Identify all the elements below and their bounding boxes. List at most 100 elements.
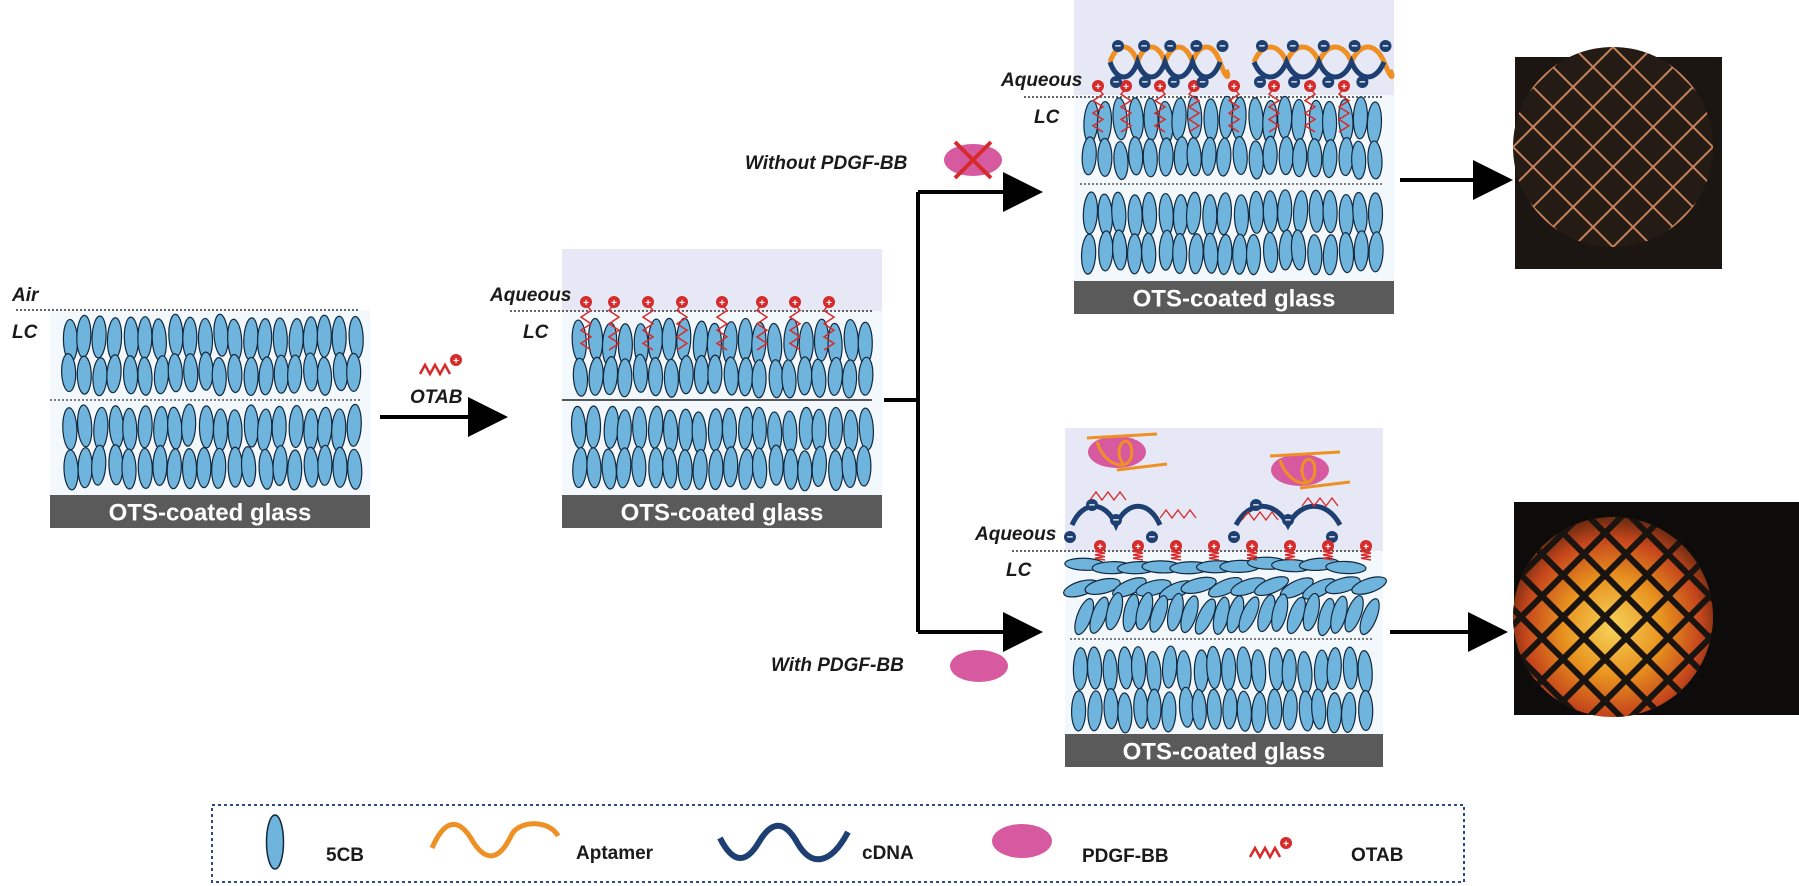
legend-label-5cb: 5CB <box>326 845 364 866</box>
5cb-molecule <box>648 447 664 489</box>
5cb-molecule <box>1141 232 1157 274</box>
label-with: With PDGF-BB <box>771 655 904 676</box>
5cb-molecule <box>198 351 214 391</box>
glass-label: OTS-coated glass <box>1123 739 1326 766</box>
otab-head: + <box>823 296 835 309</box>
5cb-molecule <box>1203 98 1219 142</box>
cdna-charge: − <box>1064 531 1076 544</box>
5cb-molecule <box>121 448 137 490</box>
label-otab: OTAB <box>410 387 463 408</box>
5cb-molecule <box>272 444 288 487</box>
svg-text:+: + <box>1363 542 1369 553</box>
cdna-at-interface: −−−− <box>1064 499 1163 544</box>
svg-text:−: − <box>1067 532 1073 544</box>
svg-text:−: − <box>1382 41 1388 53</box>
cdna-charge: − <box>1138 40 1151 53</box>
5cb-molecule <box>1172 232 1188 275</box>
5cb-molecule <box>751 406 767 451</box>
label-without: Without PDGF-BB <box>745 153 908 174</box>
5cb-molecule <box>1367 192 1384 236</box>
5cb-molecule <box>1251 691 1267 733</box>
5cb-molecule <box>1236 690 1252 732</box>
5cb-molecule <box>1311 688 1327 730</box>
label-aqueous-d: Aqueous <box>974 524 1056 545</box>
5cb-molecule <box>751 447 768 489</box>
labels: Air LC OTAB Aqueous LC Without PDGF-BB A… <box>11 70 1082 676</box>
5cb-molecule <box>1207 576 1243 598</box>
5cb-molecule <box>1086 646 1103 690</box>
5cb-molecule <box>647 357 664 397</box>
svg-text:−: − <box>1329 532 1335 544</box>
5cb-molecule <box>211 447 227 489</box>
5cb-molecule <box>1185 191 1202 235</box>
otab-head: + <box>1228 80 1240 93</box>
svg-text:+: + <box>1095 82 1101 93</box>
5cb-molecule <box>1307 138 1323 178</box>
5cb-molecule <box>1307 234 1323 276</box>
5cb-molecule <box>152 444 168 487</box>
5cb-molecule <box>1232 233 1248 275</box>
5cb-molecule <box>1217 233 1233 276</box>
label-lc-d: LC <box>1006 560 1032 581</box>
5cb-molecule <box>828 449 844 492</box>
5cb-molecule <box>1262 231 1279 273</box>
otab-head: + <box>676 296 688 309</box>
svg-text:−: − <box>1149 532 1155 544</box>
5cb-molecule <box>227 446 243 488</box>
otab-head: + <box>1268 80 1280 93</box>
glass-label: OTS-coated glass <box>1133 286 1336 313</box>
otab-tail <box>641 303 655 351</box>
svg-text:−: − <box>1290 41 1296 53</box>
cdna-charge: − <box>1322 76 1335 89</box>
svg-text:+: + <box>1191 82 1197 93</box>
5cb-molecule <box>332 446 348 488</box>
svg-text:−: − <box>1259 41 1265 53</box>
ots-glass-slab <box>50 495 370 528</box>
5cb-molecule <box>1282 689 1298 731</box>
5cb-molecule <box>1340 691 1357 733</box>
5cb-molecule <box>271 405 287 449</box>
5cb-molecule <box>1359 598 1380 636</box>
label-aqueous-c: Aqueous <box>1000 70 1082 91</box>
5cb-molecule <box>678 408 694 452</box>
otab-head: + <box>608 296 620 309</box>
panel-otab-doped-lc: ++++++++OTS-coated glass <box>510 249 882 528</box>
otab-head: + <box>1208 540 1220 553</box>
cdna-charge: − <box>1167 76 1180 89</box>
svg-text:+: + <box>1097 542 1103 553</box>
5cb-molecule <box>1146 688 1162 730</box>
5cb-molecule <box>287 449 303 491</box>
svg-text:−: − <box>1113 77 1119 89</box>
5cb-molecule <box>1126 233 1143 275</box>
5cb-molecule <box>181 448 198 490</box>
5cb-molecule <box>1321 100 1338 145</box>
5cb-molecule <box>1216 192 1233 236</box>
svg-text:+: + <box>719 298 725 309</box>
otab-head: + <box>1304 80 1316 93</box>
5cb-molecule <box>243 356 259 397</box>
5cb-molecule <box>273 354 289 394</box>
5cb-molecule <box>1087 690 1103 732</box>
aptamer-pdgf-complex <box>1086 432 1168 472</box>
5cb-molecule <box>843 409 859 453</box>
otab-tail <box>755 303 769 351</box>
cdna-charge: − <box>1254 76 1266 89</box>
aptamer-cdna-duplex: −−−−−−−−− <box>1251 40 1395 89</box>
5cb-molecule <box>1324 576 1361 595</box>
svg-text:+: + <box>645 298 651 309</box>
svg-text:−: − <box>1291 77 1297 89</box>
5cb-molecule <box>1342 646 1358 690</box>
5cb-molecule <box>616 447 632 489</box>
svg-text:+: + <box>611 298 617 309</box>
otab-head: + <box>1132 540 1144 553</box>
5cb-molecule <box>61 352 77 393</box>
otab-head: + <box>1092 80 1104 93</box>
cdna-charge: − <box>1110 76 1122 89</box>
svg-text:−: − <box>1142 77 1148 89</box>
5cb-molecule <box>1112 229 1128 271</box>
5cb-molecule <box>1180 595 1199 634</box>
ots-glass-slab <box>562 495 882 528</box>
5cb-molecule <box>1080 233 1097 275</box>
svg-text:+: + <box>583 298 589 309</box>
5cb-molecule <box>1135 591 1154 631</box>
